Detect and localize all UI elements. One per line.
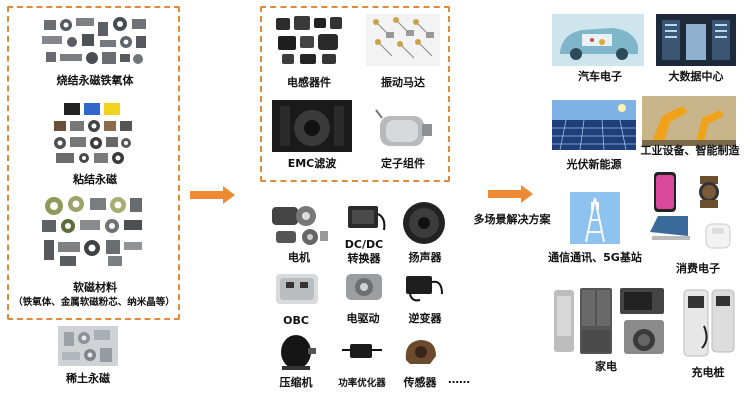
consumer-electronics-image bbox=[648, 170, 742, 256]
application-label-charging-pile: 充电桩 bbox=[691, 366, 725, 379]
motor-image bbox=[268, 201, 330, 249]
components-box bbox=[260, 6, 450, 182]
solutions-label: 多场景解决方案 bbox=[473, 213, 551, 226]
soft-magnetic-image bbox=[38, 194, 146, 270]
component-label-motor: 电机 bbox=[288, 251, 310, 264]
material-label-soft-detail: （铁氧体、金属软磁粉芯、纳米晶等） bbox=[13, 297, 175, 308]
component-label-speaker: 扬声器 bbox=[408, 251, 442, 264]
application-label-photovoltaic: 光伏新能源 bbox=[566, 158, 622, 171]
emc-filter-image bbox=[272, 100, 352, 152]
stator-image bbox=[372, 106, 434, 154]
material-label-sintered-ferrite: 烧结永磁铁氧体 bbox=[56, 74, 134, 87]
application-label-industrial: 工业设备、智能制造 bbox=[640, 144, 740, 157]
material-label-rare-earth: 稀土永磁 bbox=[66, 372, 110, 385]
component-label-obc: OBC bbox=[283, 314, 309, 327]
component-label-emc-filter: EMC滤波 bbox=[287, 157, 337, 170]
application-label-data-center: 大数据中心 bbox=[668, 70, 724, 83]
material-label-bonded: 粘结永磁 bbox=[73, 173, 117, 186]
vibration-motor-image bbox=[366, 14, 440, 66]
automotive-image bbox=[552, 14, 644, 66]
application-label-automotive: 汽车电子 bbox=[578, 70, 622, 83]
bonded-magnet-image bbox=[48, 101, 138, 169]
component-label-dcdc: DC/DC bbox=[344, 238, 384, 251]
component-label-inductor: 电感器件 bbox=[287, 76, 331, 89]
electric-drive-image bbox=[342, 266, 386, 308]
component-label-stator: 定子组件 bbox=[381, 157, 425, 170]
rare-earth-image bbox=[58, 326, 118, 366]
industrial-image bbox=[642, 96, 736, 146]
application-label-consumer: 消费电子 bbox=[676, 262, 720, 275]
power-optimizer-image bbox=[340, 338, 384, 366]
materials-box bbox=[7, 6, 180, 320]
home-appliances-image bbox=[552, 286, 668, 356]
base-station-image bbox=[570, 192, 620, 244]
application-label-base-station: 通信通讯、5G基站 bbox=[548, 251, 642, 264]
component-label-sensor: 传感器 bbox=[403, 376, 437, 389]
charging-pile-image bbox=[678, 286, 738, 360]
compressor-image bbox=[274, 332, 318, 372]
speaker-image bbox=[400, 200, 448, 246]
component-label-electric-drive: 电驱动 bbox=[346, 312, 380, 325]
inductor-image bbox=[272, 14, 346, 66]
material-label-soft: 软磁材料 bbox=[73, 281, 117, 294]
data-center-image bbox=[656, 14, 736, 66]
component-label-ellipsis: …… bbox=[448, 373, 470, 386]
obc-image bbox=[270, 268, 324, 310]
inverter-image bbox=[402, 270, 446, 304]
component-label-power-optimizer: 功率优化器 bbox=[338, 378, 386, 389]
component-label-vibration-motor: 振动马达 bbox=[381, 76, 425, 89]
component-label-converter: 转换器 bbox=[347, 252, 381, 265]
application-label-home-appliances: 家电 bbox=[595, 360, 617, 373]
sintered-ferrite-image bbox=[40, 14, 150, 72]
component-label-inverter: 逆变器 bbox=[408, 312, 442, 325]
sensor-image bbox=[400, 334, 442, 370]
dcdc-converter-image bbox=[344, 200, 388, 236]
photovoltaic-image bbox=[552, 100, 636, 151]
component-label-compressor: 压缩机 bbox=[279, 376, 313, 389]
